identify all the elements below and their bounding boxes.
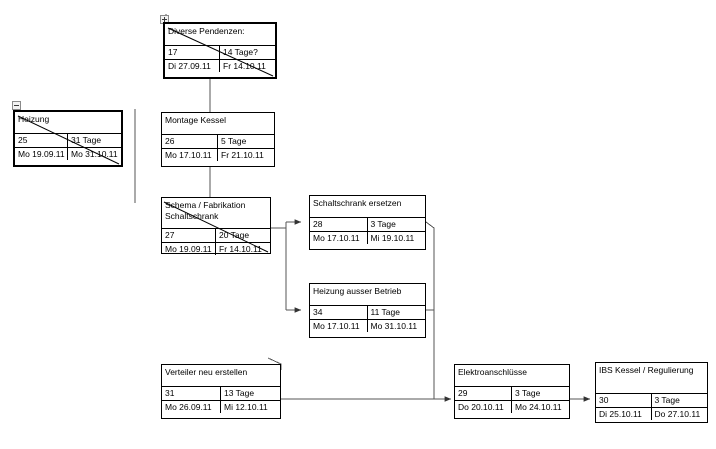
node-title: Heizung — [15, 112, 121, 134]
node-title: Schaltschrank ersetzen — [310, 196, 425, 218]
node-duration: 3 Tage — [654, 395, 680, 405]
node-number: 25 — [15, 134, 68, 147]
node-elektroanschluesse[interactable]: Elektroanschlüsse 29 3 Tage Do 20.10.11 … — [454, 364, 570, 419]
node-finish-date: Do 27.10.11 — [654, 408, 701, 419]
node-finish-date: Mi 19.10.11 — [370, 232, 415, 243]
node-verteiler-neu-erstellen[interactable]: Verteiler neu erstellen 31 13 Tage Mo 26… — [161, 364, 281, 419]
node-row-dates: Di 25.10.11 Do 27.10.11 — [596, 407, 707, 421]
node-row-dates: Mo 19.09.11 Fr 14.10.11 — [162, 242, 270, 256]
node-number: 34 — [310, 306, 368, 319]
node-number: 26 — [162, 135, 218, 148]
node-row-id-duration: 30 3 Tage — [596, 394, 707, 408]
node-title: Heizung ausser Betrieb — [310, 284, 425, 306]
node-duration: 13 Tage — [224, 388, 255, 398]
link-schaltschrank-to-elektro — [425, 221, 435, 399]
node-row-dates: Mo 26.09.11 Mi 12.10.11 — [162, 400, 280, 414]
node-row-id-duration: 25 31 Tage — [15, 134, 121, 148]
node-finish-date: Mo 24.10.11 — [515, 401, 562, 412]
node-finish-date: Mo 31.10.11 — [71, 148, 118, 159]
node-row-dates: Mo 19.09.11 Mo 31.10.11 — [15, 147, 121, 161]
node-montage-kessel[interactable]: Montage Kessel 26 5 Tage Mo 17.10.11 Fr … — [161, 112, 275, 167]
node-number: 17 — [165, 46, 220, 59]
node-row-dates: Mo 17.10.11 Fr 21.10.11 — [162, 148, 274, 162]
node-title: IBS Kessel / Regulierung — [596, 363, 707, 394]
node-row-id-duration: 31 13 Tage — [162, 387, 280, 401]
node-start-date: Mo 17.10.11 — [162, 148, 218, 162]
node-row-id-duration: 17 14 Tage? — [165, 46, 275, 60]
node-duration: 5 Tage — [221, 136, 247, 146]
node-row-dates: Di 27.09.11 Fr 14.10.11 — [165, 59, 275, 73]
node-schaltschrank-ersetzen[interactable]: Schaltschrank ersetzen 28 3 Tage Mo 17.1… — [309, 195, 426, 250]
node-start-date: Mo 26.09.11 — [162, 400, 221, 414]
minus-icon — [14, 105, 19, 106]
node-title: Diverse Pendenzen: — [165, 24, 275, 46]
node-start-date: Do 20.10.11 — [455, 400, 512, 414]
node-duration: 31 Tage — [71, 135, 102, 145]
node-duration: 11 Tage — [370, 307, 400, 317]
node-row-id-duration: 26 5 Tage — [162, 135, 274, 149]
node-row-id-duration: 27 20 Tage — [162, 229, 270, 243]
node-title: Montage Kessel — [162, 113, 274, 135]
node-duration: 3 Tage — [515, 388, 541, 398]
node-start-date: Di 25.10.11 — [596, 407, 652, 421]
node-start-date: Di 27.09.11 — [165, 59, 220, 73]
node-start-date: Mo 19.09.11 — [162, 242, 216, 256]
node-number: 30 — [596, 394, 652, 407]
node-duration: 3 Tage — [370, 219, 396, 229]
plus-icon — [164, 17, 165, 22]
node-number: 31 — [162, 387, 221, 400]
node-row-id-duration: 28 3 Tage — [310, 218, 425, 232]
node-schema-fabrikation-schaltschrank[interactable]: Schema / Fabrikation Schaltschrank 27 20… — [161, 197, 271, 256]
node-row-id-duration: 34 11 Tage — [310, 306, 425, 320]
node-finish-date: Fr 14.10.11 — [219, 243, 262, 254]
node-duration: 20 Tage — [219, 230, 250, 240]
node-duration: 14 Tage? — [223, 47, 258, 57]
node-diverse-pendenzen[interactable]: Diverse Pendenzen: 17 14 Tage? Di 27.09.… — [163, 22, 277, 79]
node-row-id-duration: 29 3 Tage — [455, 387, 569, 401]
node-number: 27 — [162, 229, 216, 242]
node-title: Verteiler neu erstellen — [162, 365, 280, 387]
node-row-dates: Mo 17.10.11 Mi 19.10.11 — [310, 231, 425, 245]
node-finish-date: Fr 21.10.11 — [221, 149, 264, 160]
node-start-date: Mo 19.09.11 — [15, 147, 68, 161]
node-row-dates: Do 20.10.11 Mo 24.10.11 — [455, 400, 569, 414]
node-number: 28 — [310, 218, 368, 231]
node-row-dates: Mo 17.10.11 Mo 31.10.11 — [310, 319, 425, 333]
node-heizung[interactable]: Heizung 25 31 Tage Mo 19.09.11 Mo 31.10.… — [13, 110, 123, 167]
node-start-date: Mo 17.10.11 — [310, 231, 368, 245]
collapse-heizung-toggle[interactable] — [12, 101, 21, 110]
node-finish-date: Fr 14.10.11 — [223, 60, 266, 71]
node-title: Schema / Fabrikation Schaltschrank — [162, 198, 270, 229]
node-number: 29 — [455, 387, 512, 400]
node-title: Elektroanschlüsse — [455, 365, 569, 387]
node-finish-date: Mi 12.10.11 — [224, 401, 268, 412]
node-heizung-ausser-betrieb[interactable]: Heizung ausser Betrieb 34 11 Tage Mo 17.… — [309, 283, 426, 338]
node-finish-date: Mo 31.10.11 — [370, 320, 418, 331]
node-start-date: Mo 17.10.11 — [310, 319, 368, 333]
node-ibs-kessel-regulierung[interactable]: IBS Kessel / Regulierung 30 3 Tage Di 25… — [595, 362, 708, 423]
